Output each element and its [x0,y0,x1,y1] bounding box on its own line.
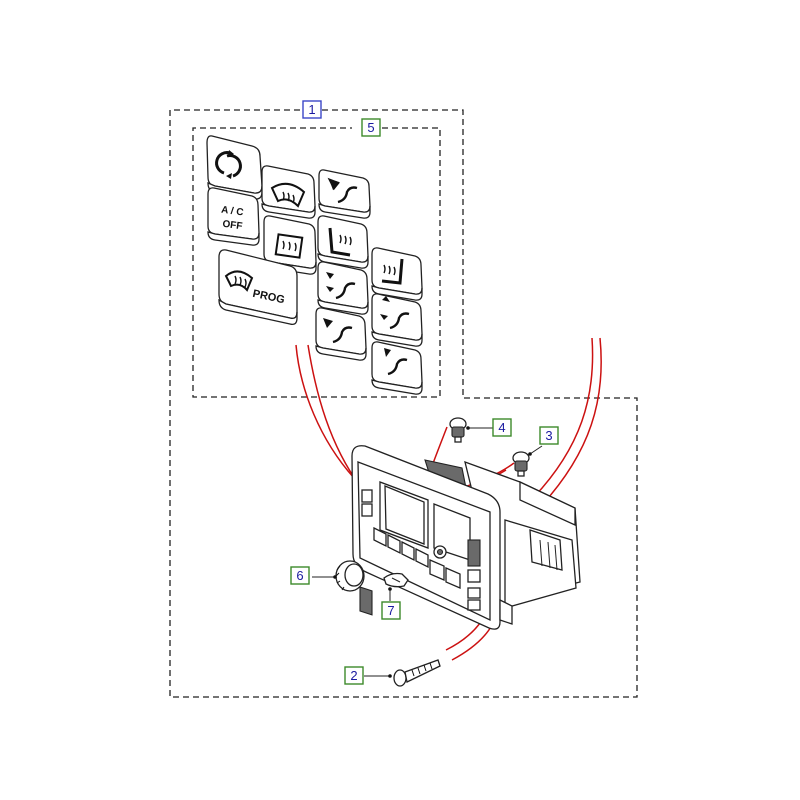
recirculation-icon [215,151,242,178]
bulb-holder-part-4 [449,417,493,443]
callout-1: 1 [302,100,322,119]
key-seat-heater-left [317,215,369,269]
key-prog: PROG [218,249,298,326]
key-face-vent [318,169,371,219]
callout-4: 4 [492,418,512,437]
windscreen-defrost-icon [270,182,306,208]
callout-5: 5 [361,118,381,137]
callout-2-number: 2 [350,668,357,683]
callout-4-box [492,418,512,437]
screw-part-2 [364,659,441,687]
screen-vent-icon [384,348,391,357]
ac-off-label-line2: OFF [222,219,243,233]
key-face-and-feet [317,261,369,315]
callout-3: 3 [539,426,559,445]
callout-7-box [381,601,401,620]
seat-heater-icon [328,227,351,257]
callout-6-box [290,566,310,585]
callout-2-box [344,666,364,685]
keypad-buttons: A / C OFF PROG [206,135,423,395]
callout-2: 2 [344,666,364,685]
callout-5-box [361,118,381,137]
key-screen-vent [371,341,423,395]
seat-heater-right-icon [381,258,404,285]
callout-3-box [539,426,559,445]
callout-7: 7 [381,601,401,620]
face-and-feet-icon [326,272,334,292]
key-windscreen-defrost [261,165,316,219]
callout-1-box [302,100,322,119]
prog-defrost-icon [224,270,254,292]
assembly-boundary-1 [169,109,638,698]
callout-4-number: 4 [498,420,505,435]
connector-lines [295,337,602,661]
callout-3-number: 3 [545,428,552,443]
callout-7-number: 7 [387,603,394,618]
bulb-holder-part-3 [512,445,543,477]
callout-1-number: 1 [308,102,315,117]
callout-6-number: 6 [296,568,303,583]
control-knob-part-6 [312,560,365,592]
ac-off-label-line1: A / C [220,205,244,219]
key-feet-and-screen [371,293,423,347]
rear-screen-heater-icon [274,233,304,259]
key-ac-off: A / C OFF [207,187,260,246]
callout-6: 6 [290,566,310,585]
callout-5-number: 5 [367,120,374,135]
climate-control-panel [351,445,581,630]
key-feet-vent [315,307,367,361]
bulb-part-7 [383,572,409,601]
key-seat-heater-right [371,247,423,301]
keypad-set-boundary-5 [192,127,441,398]
feet-vent-icon [323,318,333,328]
